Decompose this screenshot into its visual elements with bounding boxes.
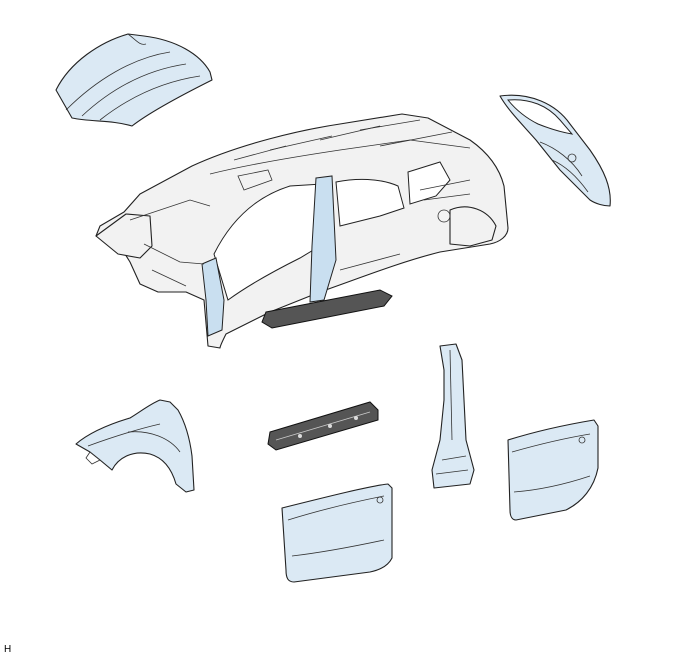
body-shell — [95, 113, 509, 349]
rear-door-panel — [507, 419, 599, 521]
corner-label: H — [4, 644, 12, 655]
center-pillar — [431, 343, 475, 489]
hood-panel — [55, 33, 213, 127]
front-door-panel — [281, 483, 393, 583]
rocker-reinforcement — [267, 401, 379, 451]
front-fender-panel — [75, 399, 195, 493]
back-door-panel — [499, 94, 611, 207]
